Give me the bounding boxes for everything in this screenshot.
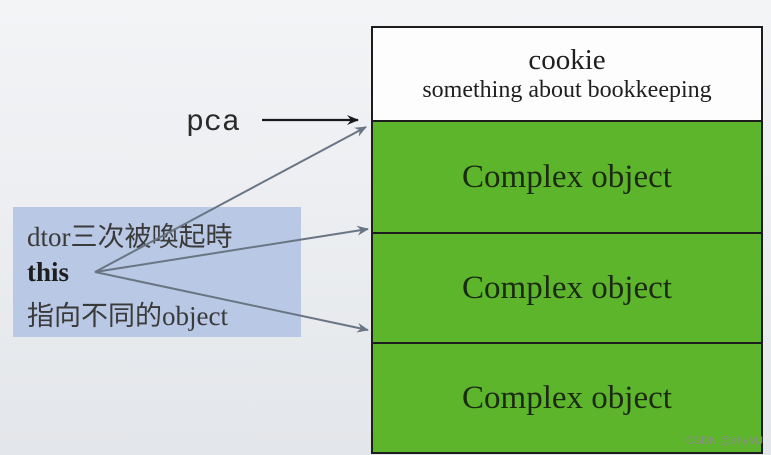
note-line-object: 指向不同的object — [27, 301, 228, 331]
this-arrow-2 — [94, 225, 369, 273]
cookie-cell: cookie something about bookkeeping — [373, 28, 761, 122]
this-arrow-1 — [94, 126, 367, 273]
complex-object-3: Complex object — [373, 342, 761, 452]
note-box: dtor三次被喚起時 this 指向不同的object — [13, 207, 301, 337]
note-line-dtor: dtor三次被喚起時 — [27, 222, 233, 252]
memory-block: cookie something about bookkeeping Compl… — [371, 26, 763, 454]
this-arrow-3 — [94, 271, 369, 333]
complex-object-2: Complex object — [373, 232, 761, 342]
complex-object-1: Complex object — [373, 122, 761, 232]
pca-label: pca — [186, 106, 241, 140]
watermark: CSDN @shyMJ — [685, 435, 763, 447]
cookie-subtitle: something about bookkeeping — [422, 76, 712, 103]
note-line-this: this — [27, 257, 70, 287]
cookie-title: cookie — [528, 43, 606, 76]
